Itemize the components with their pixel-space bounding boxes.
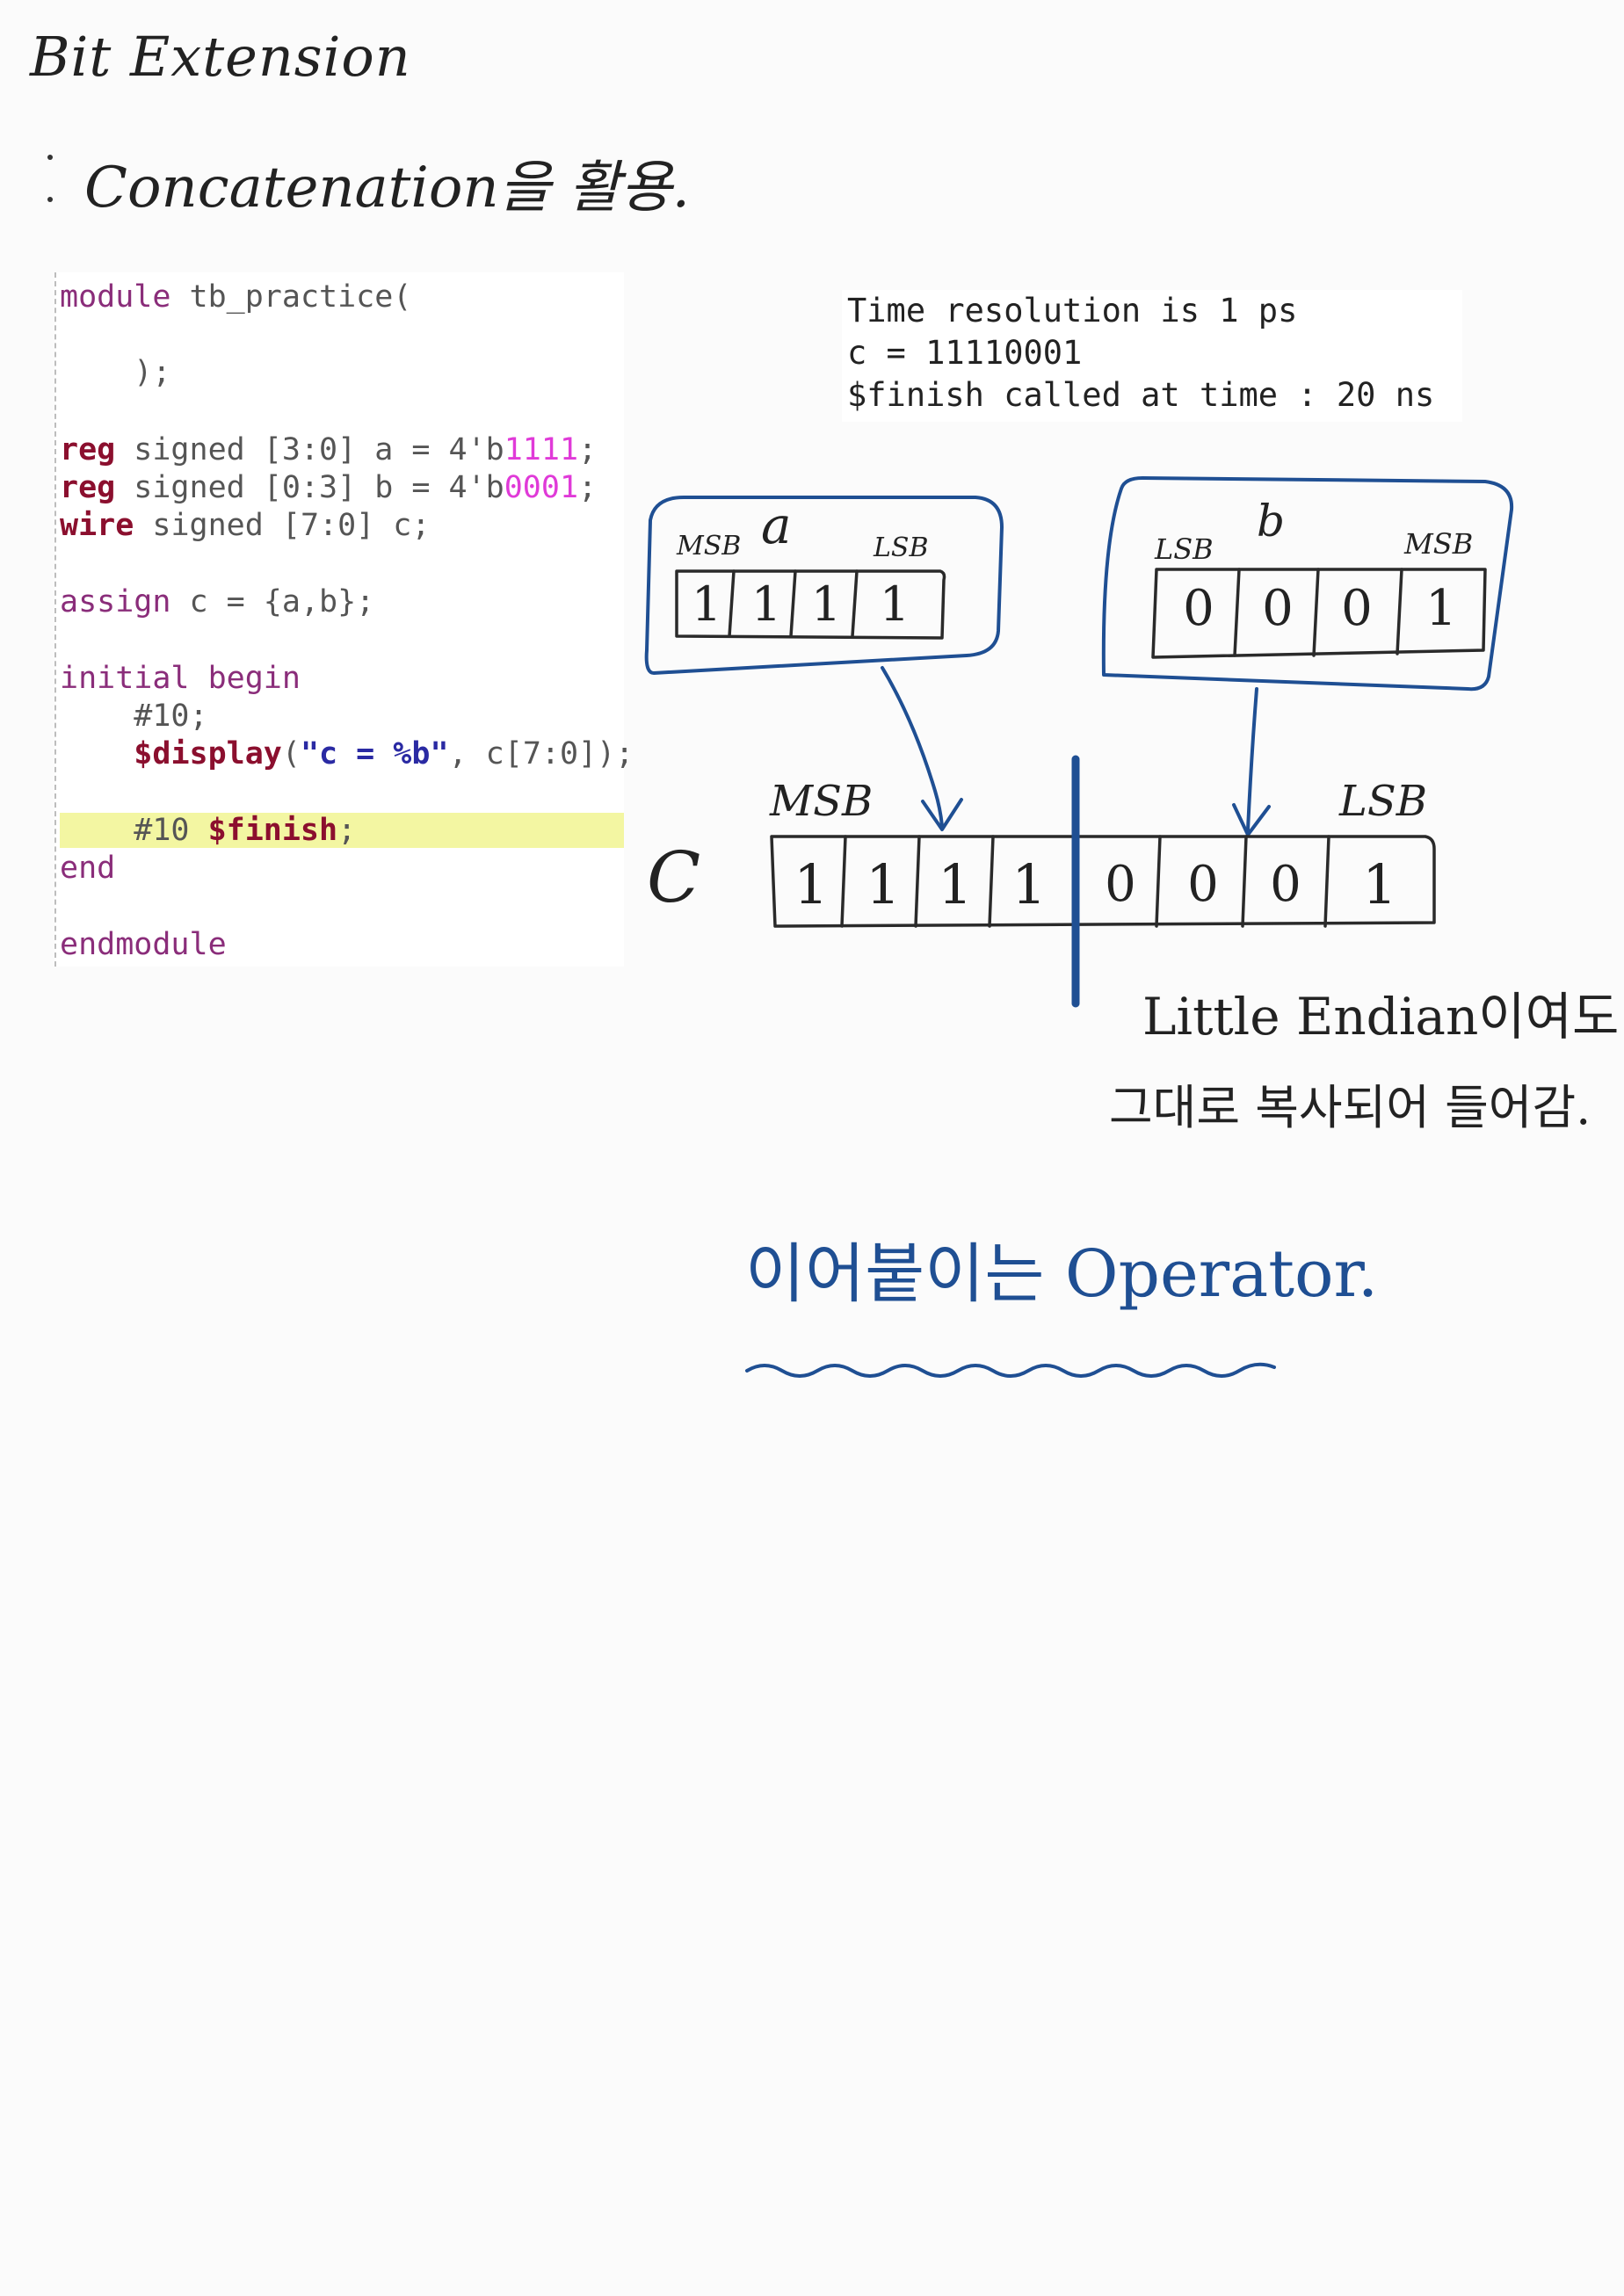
code-line: wire signed [7:0] c; <box>60 508 431 543</box>
register-divider <box>840 835 847 928</box>
label-b-name: b <box>1257 496 1286 547</box>
register-divider <box>1233 568 1241 657</box>
label-a-lsb: LSB <box>874 532 929 563</box>
group-box-b <box>1101 476 1514 692</box>
operator-note: 이어붙이는 Operator. <box>745 1236 1379 1312</box>
bit-b: 0 <box>1341 580 1373 637</box>
bit-c: 0 <box>1187 856 1219 913</box>
code-line: endmodule <box>60 927 227 962</box>
bit-c: 1 <box>794 852 829 916</box>
page-title: Bit Extension <box>30 25 411 89</box>
code-keyword: reg <box>60 470 116 505</box>
endian-note-line1: Little Endian이여도 <box>1142 987 1620 1047</box>
code-keyword: end <box>60 851 116 886</box>
code-keyword: endmodule <box>60 927 227 962</box>
bit-c: 1 <box>938 852 973 916</box>
bit-a: 1 <box>750 576 782 632</box>
register-divider <box>1312 568 1320 657</box>
console-output: Time resolution is 1 ps c = 11110001 $fi… <box>842 290 1462 422</box>
code-line: reg signed [3:0] a = 4'b1111; <box>60 432 598 467</box>
bit-c: 1 <box>1011 852 1047 916</box>
bit-b: 0 <box>1183 580 1214 637</box>
arrow-head <box>1232 803 1271 837</box>
register-a <box>675 569 946 640</box>
code-text: ); <box>60 355 171 390</box>
code-keyword: module <box>60 279 171 315</box>
code-line: ); <box>60 355 170 390</box>
code-line: #10; <box>60 699 208 734</box>
label-a-msb: MSB <box>677 531 742 561</box>
register-divider <box>728 569 736 638</box>
label-b-msb: MSB <box>1404 527 1474 561</box>
code-number: 0001 <box>504 470 579 505</box>
group-box-a <box>644 496 1004 675</box>
code-keyword: assign <box>60 584 171 619</box>
label-c-name: C <box>647 837 701 918</box>
register-b <box>1151 568 1487 659</box>
bullet-dot <box>47 155 53 160</box>
arrow-head <box>921 798 963 831</box>
register-divider <box>914 835 921 928</box>
label-a-name: a <box>761 496 792 555</box>
bit-c: 1 <box>866 852 901 916</box>
label-b-lsb: LSB <box>1155 532 1214 566</box>
label-c-lsb: LSB <box>1339 777 1428 826</box>
code-text: tb_practice( <box>189 279 412 315</box>
console-line: c = 11110001 <box>847 334 1083 372</box>
bit-a: 1 <box>879 576 910 632</box>
code-line: assign c = {a,b}; <box>60 584 375 619</box>
bit-b: 0 <box>1262 580 1294 637</box>
bit-c: 0 <box>1105 856 1136 913</box>
register-divider <box>789 569 797 638</box>
console-line: $finish called at time : 20 ns <box>847 376 1435 414</box>
bullet-dot <box>47 197 53 202</box>
code-panel: module tb_practice( ); reg signed [3:0] … <box>54 272 634 967</box>
endian-note-line2: 그대로 복사되어 들어감. <box>1109 1080 1591 1135</box>
code-line: initial begin <box>60 661 301 696</box>
bit-a: 1 <box>810 576 842 632</box>
label-c-msb: MSB <box>770 777 874 826</box>
code-keyword: reg <box>60 432 116 467</box>
bit-a: 1 <box>691 576 722 632</box>
code-line: end <box>60 851 115 886</box>
code-keyword: wire <box>60 508 134 543</box>
register-divider <box>1241 835 1248 928</box>
arrow-b-to-c <box>1246 687 1258 831</box>
arrow-a-to-c <box>881 666 944 828</box>
code-number: 1111 <box>504 432 579 467</box>
wavy-underline <box>745 1362 1276 1378</box>
code-line: $display("c = %b", c[7:0]); <box>134 736 634 771</box>
code-line-highlighted: #10 $finish; <box>60 813 624 848</box>
console-line: Time resolution is 1 ps <box>847 292 1298 330</box>
code-line: reg signed [0:3] b = 4'b0001; <box>60 470 598 505</box>
register-divider <box>988 835 995 928</box>
code-function: $finish <box>207 813 338 848</box>
code-keyword: initial begin <box>60 661 301 696</box>
register-divider <box>1323 835 1330 928</box>
code-line: module tb_practice( <box>60 279 411 315</box>
code-function: $display <box>134 736 282 771</box>
register-divider <box>851 569 859 638</box>
register-c <box>770 835 1436 928</box>
register-divider <box>1155 835 1162 928</box>
page-subtitle: Concatenation을 활용. <box>84 156 690 221</box>
code-string: "c = %b" <box>300 736 449 771</box>
bit-b: 1 <box>1425 580 1457 637</box>
bit-c: 0 <box>1270 856 1301 913</box>
register-divider <box>1396 568 1403 655</box>
bit-c: 1 <box>1362 852 1397 916</box>
